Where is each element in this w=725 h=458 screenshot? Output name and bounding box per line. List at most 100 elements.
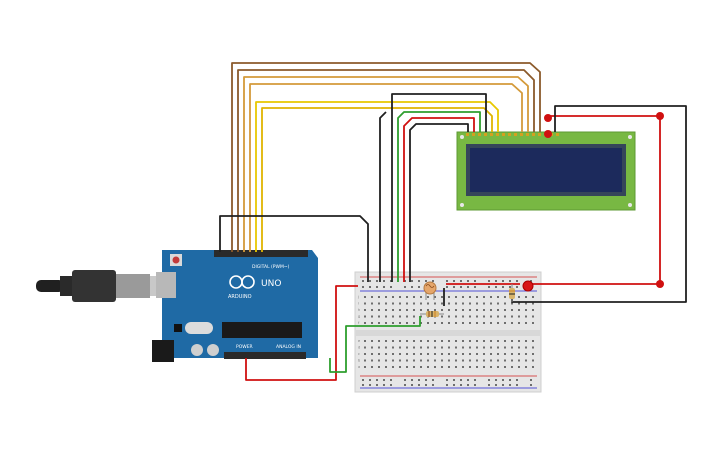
lcd-pin[interactable] <box>478 133 481 136</box>
breadboard-hole[interactable] <box>504 315 506 318</box>
breadboard-hole[interactable] <box>518 309 520 311</box>
breadboard-hole[interactable] <box>532 302 534 305</box>
breadboard-hole[interactable] <box>511 309 513 311</box>
breadboard-hole[interactable] <box>378 296 380 298</box>
breadboard-hole[interactable] <box>448 315 450 318</box>
breadboard-hole[interactable] <box>441 322 443 324</box>
breadboard[interactable] <box>354 271 542 393</box>
breadboard-hole[interactable] <box>488 280 490 282</box>
breadboard-hole[interactable] <box>434 366 436 368</box>
breadboard-hole[interactable] <box>427 296 429 298</box>
breadboard-hole[interactable] <box>497 359 499 362</box>
breadboard-hole[interactable] <box>462 340 464 342</box>
breadboard-hole[interactable] <box>511 359 513 362</box>
breadboard-hole[interactable] <box>495 379 497 381</box>
breadboard-hole[interactable] <box>504 340 506 342</box>
breadboard-hole[interactable] <box>490 309 492 311</box>
breadboard-hole[interactable] <box>525 340 527 342</box>
breadboard-hole[interactable] <box>385 353 387 355</box>
breadboard-hole[interactable] <box>455 353 457 355</box>
breadboard-hole[interactable] <box>448 340 450 342</box>
breadboard-holes[interactable] <box>362 280 534 386</box>
breadboard-hole[interactable] <box>462 302 464 305</box>
breadboard-hole[interactable] <box>362 379 364 381</box>
breadboard-hole[interactable] <box>518 302 520 305</box>
breadboard-hole[interactable] <box>434 353 436 355</box>
breadboard-hole[interactable] <box>453 379 455 381</box>
lcd-pin[interactable] <box>520 133 523 136</box>
wire-green-analog[interactable] <box>329 316 421 373</box>
breadboard-hole[interactable] <box>411 379 413 381</box>
breadboard-hole[interactable] <box>399 353 401 355</box>
breadboard-hole[interactable] <box>392 309 394 311</box>
breadboard-hole[interactable] <box>371 359 373 362</box>
breadboard-hole[interactable] <box>483 346 485 349</box>
breadboard-hole[interactable] <box>364 359 366 362</box>
breadboard-hole[interactable] <box>385 309 387 311</box>
breadboard-hole[interactable] <box>504 353 506 355</box>
breadboard-hole[interactable] <box>525 296 527 298</box>
breadboard-hole[interactable] <box>532 315 534 318</box>
breadboard-hole[interactable] <box>399 359 401 362</box>
breadboard-hole[interactable] <box>427 346 429 349</box>
breadboard-hole[interactable] <box>502 286 504 288</box>
breadboard-hole[interactable] <box>525 302 527 305</box>
breadboard-hole[interactable] <box>420 346 422 349</box>
breadboard-hole[interactable] <box>369 379 371 381</box>
breadboard-hole[interactable] <box>483 302 485 305</box>
breadboard-hole[interactable] <box>532 353 534 355</box>
wire-orange-1[interactable] <box>243 76 529 252</box>
breadboard-hole[interactable] <box>518 340 520 342</box>
lcd-pin[interactable] <box>514 133 517 136</box>
breadboard-hole[interactable] <box>420 353 422 355</box>
breadboard-hole[interactable] <box>474 286 476 288</box>
wire-yellow-1[interactable] <box>255 101 499 252</box>
breadboard-hole[interactable] <box>490 340 492 342</box>
breadboard-hole[interactable] <box>413 309 415 311</box>
breadboard-hole[interactable] <box>404 384 406 386</box>
breadboard-hole[interactable] <box>483 309 485 311</box>
breadboard-hole[interactable] <box>525 322 527 324</box>
breadboard-hole[interactable] <box>371 353 373 355</box>
breadboard-hole[interactable] <box>385 340 387 342</box>
breadboard-hole[interactable] <box>518 322 520 324</box>
breadboard-hole[interactable] <box>371 315 373 318</box>
breadboard-hole[interactable] <box>406 346 408 349</box>
breadboard-hole[interactable] <box>525 359 527 362</box>
breadboard-hole[interactable] <box>497 322 499 324</box>
breadboard-hole[interactable] <box>504 346 506 349</box>
breadboard-hole[interactable] <box>490 353 492 355</box>
breadboard-hole[interactable] <box>399 340 401 342</box>
breadboard-hole[interactable] <box>488 384 490 386</box>
breadboard-hole[interactable] <box>378 340 380 342</box>
wire-brown-2[interactable] <box>237 69 535 252</box>
wire-red-5v[interactable] <box>245 285 358 381</box>
breadboard-hole[interactable] <box>418 379 420 381</box>
breadboard-hole[interactable] <box>532 309 534 311</box>
breadboard-hole[interactable] <box>406 309 408 311</box>
breadboard-hole[interactable] <box>448 359 450 362</box>
breadboard-hole[interactable] <box>406 315 408 318</box>
wire-brown-1[interactable] <box>231 62 541 252</box>
breadboard-hole[interactable] <box>448 309 450 311</box>
wire-yellow-2[interactable] <box>261 107 493 252</box>
breadboard-hole[interactable] <box>460 379 462 381</box>
breadboard-hole[interactable] <box>392 315 394 318</box>
breadboard-hole[interactable] <box>399 315 401 318</box>
breadboard-hole[interactable] <box>420 359 422 362</box>
breadboard-hole[interactable] <box>476 322 478 324</box>
breadboard-hole[interactable] <box>376 379 378 381</box>
breadboard-hole[interactable] <box>532 296 534 298</box>
breadboard-hole[interactable] <box>455 359 457 362</box>
lcd-pin[interactable] <box>532 133 535 136</box>
breadboard-hole[interactable] <box>420 315 422 318</box>
breadboard-hole[interactable] <box>516 384 518 386</box>
breadboard-hole[interactable] <box>532 340 534 342</box>
breadboard-hole[interactable] <box>413 340 415 342</box>
breadboard-hole[interactable] <box>383 280 385 282</box>
wire-black-lcd-3[interactable] <box>379 111 387 282</box>
breadboard-hole[interactable] <box>476 315 478 318</box>
breadboard-hole[interactable] <box>474 280 476 282</box>
breadboard-hole[interactable] <box>441 346 443 349</box>
usb-cable[interactable] <box>36 270 168 302</box>
